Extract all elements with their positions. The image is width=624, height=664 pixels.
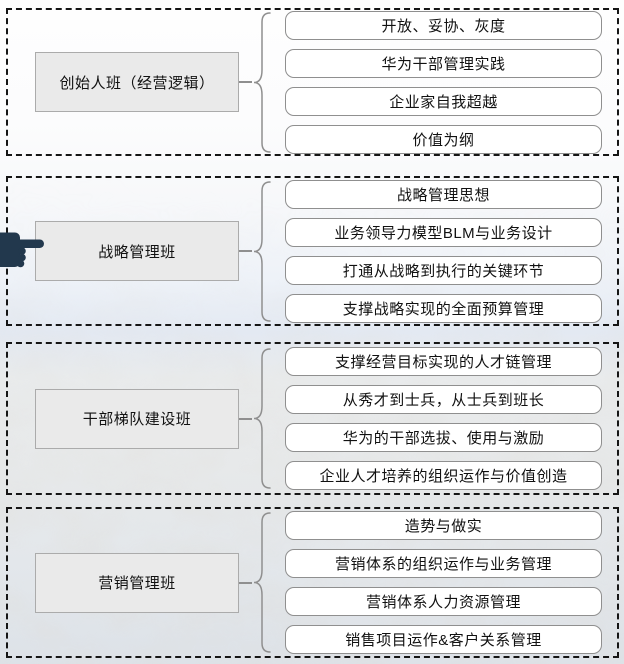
- main-box-cadre-pipeline-class: 干部梯队建设班: [35, 388, 239, 449]
- course-item: 销售项目运作&客户关系管理: [285, 625, 602, 654]
- connector-line: [239, 581, 252, 584]
- section-founder-class: 创始人班（经营逻辑） 开放、妥协、灰度 华为干部管理实践 企业家自我超越 价值为…: [6, 8, 619, 156]
- main-box-strategy-class: 战略管理班: [35, 221, 239, 281]
- course-item: 华为干部管理实践: [285, 48, 602, 78]
- course-item-label: 华为的干部选拔、使用与激励: [342, 430, 545, 447]
- course-item-list: 造势与做实 营销体系的组织运作与业务管理 营销体系人力资源管理 销售项目运作&客…: [285, 511, 602, 654]
- course-item-label: 从秀才到士兵，从士兵到班长: [342, 392, 545, 409]
- course-item: 支撑战略实现的全面预算管理: [285, 293, 602, 323]
- course-item: 造势与做实: [285, 511, 602, 540]
- course-item: 从秀才到士兵，从士兵到班长: [285, 385, 602, 414]
- main-box-marketing-class: 营销管理班: [35, 552, 239, 613]
- course-item: 企业家自我超越: [285, 86, 602, 116]
- brace-bracket-icon: [253, 11, 271, 153]
- course-item: 业务领导力模型BLM与业务设计: [285, 217, 602, 247]
- course-item-label: 价值为纲: [412, 131, 475, 149]
- connector-line: [239, 81, 252, 83]
- course-item: 营销体系的组织运作与业务管理: [285, 549, 602, 578]
- pointing-hand-icon: [0, 232, 44, 268]
- course-item: 华为的干部选拔、使用与激励: [285, 423, 602, 452]
- course-item-list: 开放、妥协、灰度 华为干部管理实践 企业家自我超越 价值为纲: [285, 10, 602, 154]
- section-cadre-pipeline-class: 干部梯队建设班 支撑经营目标实现的人才链管理 从秀才到士兵，从士兵到班长 华为的…: [6, 342, 619, 495]
- class-title: 干部梯队建设班: [82, 411, 192, 428]
- course-item-label: 华为干部管理实践: [381, 55, 506, 73]
- course-item: 价值为纲: [285, 124, 602, 154]
- course-item-list: 战略管理思想 业务领导力模型BLM与业务设计 打通从战略到执行的关键环节 支撑战…: [285, 179, 602, 323]
- class-title: 营销管理班: [98, 575, 176, 592]
- connector-line: [239, 417, 252, 420]
- course-item-label: 打通从战略到执行的关键环节: [342, 262, 545, 280]
- course-item: 营销体系人力资源管理: [285, 587, 602, 616]
- course-item: 支撑经营目标实现的人才链管理: [285, 347, 602, 376]
- course-item-label: 支撑经营目标实现的人才链管理: [334, 354, 552, 371]
- brace-bracket-icon: [253, 180, 271, 322]
- course-item-label: 营销体系人力资源管理: [365, 594, 521, 611]
- course-item-label: 企业家自我超越: [389, 93, 498, 111]
- brace-bracket-icon: [253, 348, 271, 489]
- class-title: 创始人班（经营逻辑）: [59, 74, 215, 92]
- course-item-label: 销售项目运作&客户关系管理: [345, 632, 542, 649]
- course-item-label: 战略管理思想: [396, 186, 490, 204]
- course-item: 企业人才培养的组织运作与价值创造: [285, 461, 602, 490]
- brace-bracket-icon: [253, 512, 271, 653]
- section-marketing-class: 营销管理班 造势与做实 营销体系的组织运作与业务管理 营销体系人力资源管理 销售…: [6, 507, 619, 658]
- course-item-label: 企业人才培养的组织运作与价值创造: [319, 468, 568, 485]
- main-box-founder-class: 创始人班（经营逻辑）: [35, 52, 239, 112]
- course-item-label: 开放、妥协、灰度: [381, 17, 506, 35]
- course-item-label: 业务领导力模型BLM与业务设计: [334, 224, 553, 242]
- class-title: 战略管理班: [98, 243, 176, 261]
- course-item: 战略管理思想: [285, 179, 602, 209]
- course-item: 开放、妥协、灰度: [285, 10, 602, 40]
- course-item-label: 支撑战略实现的全面预算管理: [342, 300, 545, 318]
- course-item-list: 支撑经营目标实现的人才链管理 从秀才到士兵，从士兵到班长 华为的干部选拔、使用与…: [285, 347, 602, 490]
- course-item-label: 造势与做实: [404, 518, 483, 535]
- course-item: 打通从战略到执行的关键环节: [285, 255, 602, 285]
- section-strategy-class: 战略管理班 战略管理思想 业务领导力模型BLM与业务设计 打通从战略到执行的关键…: [6, 176, 619, 326]
- course-item-label: 营销体系的组织运作与业务管理: [334, 556, 552, 573]
- connector-line: [239, 250, 252, 252]
